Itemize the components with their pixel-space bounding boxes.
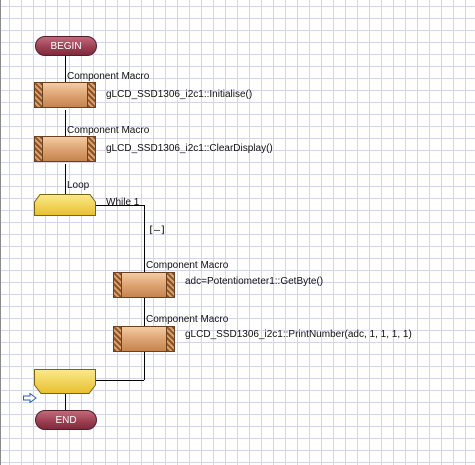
- macro-stripe-right: [87, 83, 95, 107]
- macro1-icon[interactable]: [34, 82, 96, 108]
- flow-wire: [65, 110, 66, 136]
- macro-stripe-right: [87, 137, 95, 161]
- loop-wire: [96, 205, 144, 206]
- macro2-title: Component Macro: [67, 125, 150, 136]
- macro1-title: Component Macro: [67, 71, 150, 82]
- macro2-call: gLCD_SSD1306_i2c1::ClearDisplay(): [106, 143, 273, 154]
- macro-stripe-left: [35, 137, 43, 161]
- macro3-call: adc=Potentiometer1::GetByte(): [185, 276, 324, 287]
- loop-condition: While 1: [106, 197, 140, 208]
- macro1-call: gLCD_SSD1306_i2c1::Initialise(): [106, 89, 253, 100]
- begin-label: BEGIN: [50, 41, 82, 52]
- macro-stripe-right: [166, 327, 174, 351]
- flow-wire: [144, 298, 145, 326]
- macro4-title: Component Macro: [146, 314, 229, 325]
- right-arrow-icon: [23, 393, 37, 403]
- macro2-icon[interactable]: [34, 136, 96, 162]
- flow-wire: [65, 56, 66, 82]
- loop-title: Loop: [67, 180, 90, 191]
- loop-wire: [96, 380, 144, 381]
- end-label: END: [55, 415, 77, 426]
- macro4-icon[interactable]: [113, 326, 175, 352]
- flow-wire: [65, 394, 66, 410]
- begin-terminator[interactable]: BEGIN: [35, 36, 97, 56]
- macro-stripe-right: [166, 273, 174, 297]
- flow-wire: [65, 164, 66, 194]
- macro3-icon[interactable]: [113, 272, 175, 298]
- macro4-call: gLCD_SSD1306_i2c1::PrintNumber(adc, 1, 1…: [185, 329, 412, 340]
- end-terminator[interactable]: END: [35, 410, 97, 430]
- macro-stripe-left: [35, 83, 43, 107]
- macro3-title: Component Macro: [146, 260, 229, 271]
- macro-stripe-left: [114, 273, 122, 297]
- loop-start-icon[interactable]: [34, 194, 96, 216]
- loop-collapse-toggle[interactable]: [–]: [148, 225, 167, 236]
- loop-end-icon[interactable]: [34, 369, 96, 394]
- macro-stripe-left: [114, 327, 122, 351]
